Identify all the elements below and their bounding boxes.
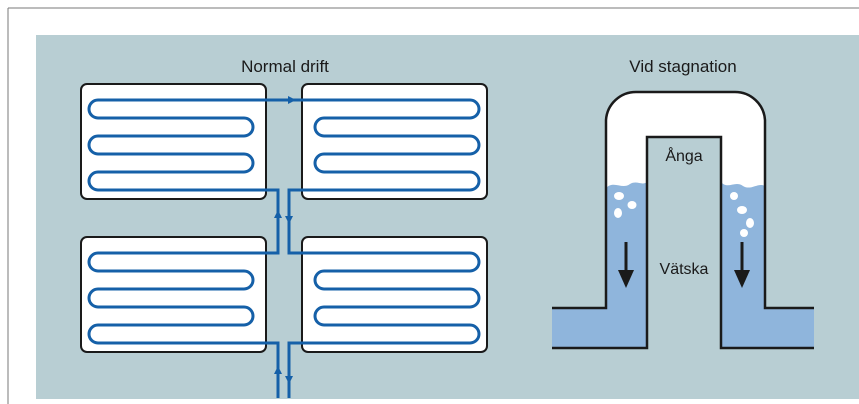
vapor-bubbles-right [730,192,754,237]
u-pipe-outer-outline [552,90,814,310]
u-pipe-inner-outline [552,135,814,350]
collector-bottom-right [301,236,488,353]
serpentine-tube-bottom-right [302,251,481,345]
liquid-right-horizontal [721,308,814,348]
serpentine-tube-bottom-left [87,251,266,345]
stagnation-panel: Vid stagnation Ånga Vätska [552,57,814,350]
collector-top-right [301,83,488,200]
normal-operation-title: Normal drift [241,57,329,76]
down-arrow-left [618,242,634,288]
collector-bottom-left [80,236,267,353]
stagnation-title: Vid stagnation [629,57,736,76]
liquid-label: Vätska [660,261,709,278]
down-arrow-right [734,242,750,288]
vapor-bubbles-left [614,192,637,218]
liquid-left-horizontal [552,308,647,348]
vapor-label: Ånga [665,146,702,165]
serpentine-tube-top-left [87,98,266,192]
collector-top-left [80,83,267,200]
serpentine-tube-top-right [302,98,481,192]
normal-operation-panel: Normal drift [80,57,488,398]
